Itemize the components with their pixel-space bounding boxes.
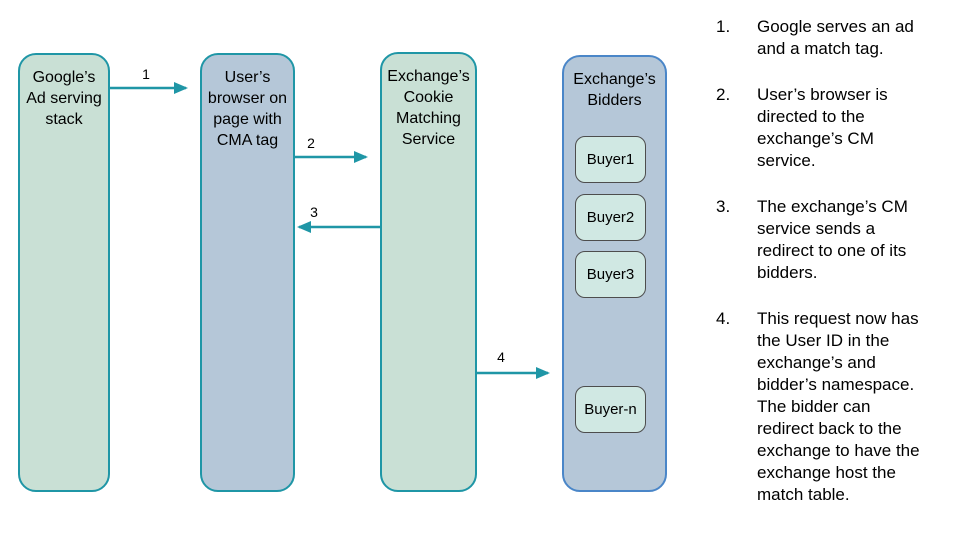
buyer-box-1: Buyer1: [575, 136, 646, 183]
step-item-3: 3. The exchange’s CM service sends a red…: [716, 196, 956, 284]
step-number-1: 1.: [716, 17, 731, 36]
buyer-label-n: Buyer-n: [584, 401, 637, 418]
step-number-4: 4.: [716, 309, 731, 328]
node-cookie-matching-service: Exchange’s Cookie Matching Service: [380, 52, 477, 492]
arrow-number-1: 1: [142, 66, 150, 82]
arrow-number-2: 2: [307, 135, 315, 151]
step-item-2: 2. User’s browser is directed to the exc…: [716, 84, 956, 172]
buyer-box-n: Buyer-n: [575, 386, 646, 433]
buyer-label-1: Buyer1: [586, 151, 635, 168]
step-text-2: User’s browser is directed to the exchan…: [757, 85, 888, 170]
step-item-1: 1. Google serves an ad and a match tag.: [716, 16, 956, 60]
buyer-label-3: Buyer3: [586, 266, 635, 283]
node-label-exchange-bidders: Exchange’s Bidders: [573, 71, 656, 109]
buyer-label-2: Buyer2: [586, 209, 635, 226]
buyer-box-2: Buyer2: [575, 194, 646, 241]
step-text-4: This request now has the User ID in the …: [757, 309, 920, 504]
node-user-browser: User’s browser on page with CMA tag: [200, 53, 295, 492]
step-text-1: Google serves an ad and a match tag.: [757, 17, 914, 58]
node-label-cookie-matching-service: Exchange’s Cookie Matching Service: [387, 68, 470, 148]
step-text-3: The exchange’s CM service sends a redire…: [757, 197, 908, 282]
step-number-3: 3.: [716, 197, 731, 216]
arrow-number-4: 4: [497, 349, 505, 365]
step-item-4: 4. This request now has the User ID in t…: [716, 308, 956, 506]
node-google-ad-serving-stack: Google’s Ad serving stack: [18, 53, 110, 492]
node-label-user-browser: User’s browser on page with CMA tag: [207, 69, 288, 149]
node-exchange-bidders: Exchange’s Bidders Buyer1 Buyer2 Buyer3 …: [562, 55, 667, 492]
step-number-2: 2.: [716, 85, 731, 104]
buyer-box-3: Buyer3: [575, 251, 646, 298]
node-label-google-ad-serving-stack: Google’s Ad serving stack: [26, 69, 102, 128]
steps-list: 1. Google serves an ad and a match tag. …: [716, 16, 956, 530]
arrow-number-3: 3: [310, 204, 318, 220]
